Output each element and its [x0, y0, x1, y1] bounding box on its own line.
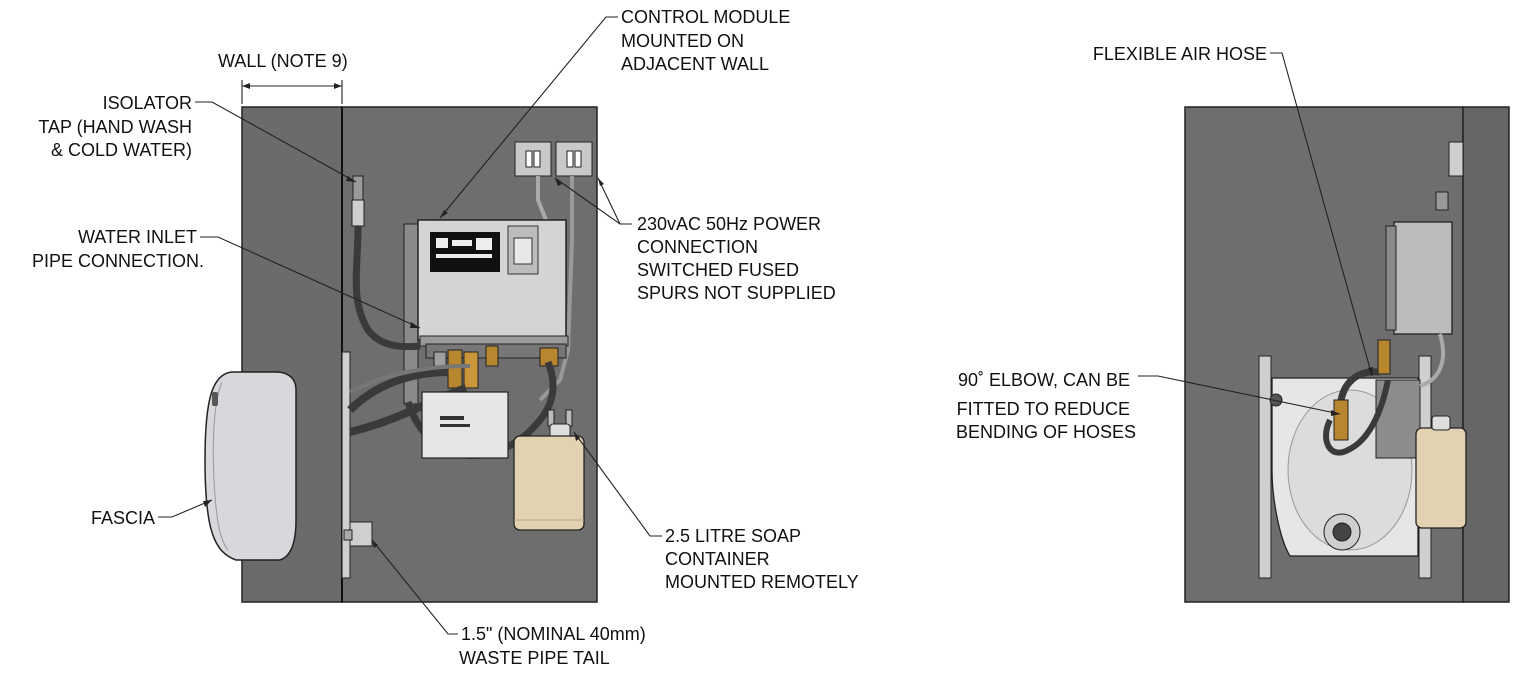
label-air-hose: FLEXIBLE AIR HOSE — [1093, 44, 1267, 64]
label-power-2: CONNECTION — [637, 237, 758, 257]
leader-lines — [158, 16, 1373, 635]
label-elbow-2: FITTED TO REDUCE — [957, 399, 1130, 419]
label-isolator-1: ISOLATOR — [103, 93, 192, 113]
label-waste-1: 1.5" (NOMINAL 40mm) — [461, 624, 646, 644]
isolator-tap — [351, 175, 421, 351]
waste-pipe-tail — [343, 521, 373, 547]
fascia — [204, 371, 297, 561]
label-water-inlet-1: WATER INLET — [78, 227, 197, 247]
label-control-module-2: MOUNTED ON — [621, 31, 744, 51]
label-isolator-3: & COLD WATER) — [51, 140, 192, 160]
valve-fittings — [425, 343, 567, 389]
label-power-3: SWITCHED FUSED — [637, 260, 799, 280]
right-control-module — [1393, 221, 1453, 335]
label-soap-3: MOUNTED REMOTELY — [665, 572, 859, 592]
label-fascia: FASCIA — [91, 508, 155, 528]
right-wall-section — [1462, 106, 1510, 603]
mounting-plate — [341, 351, 351, 579]
power-socket-1 — [514, 141, 552, 177]
label-elbow-3: BENDING OF HOSES — [956, 422, 1136, 442]
label-power-4: SPURS NOT SUPPLIED — [637, 283, 836, 303]
label-power-1: 230vAC 50Hz POWER — [637, 214, 821, 234]
pump-unit — [421, 391, 509, 459]
label-elbow-1: 90˚ ELBOW, CAN BE — [958, 370, 1130, 390]
label-soap-2: CONTAINER — [665, 549, 770, 569]
label-wall: WALL (NOTE 9) — [218, 51, 348, 71]
wall-dimension — [241, 80, 343, 104]
label-water-inlet-2: PIPE CONNECTION. — [32, 251, 204, 271]
label-control-module-1: CONTROL MODULE — [621, 7, 790, 27]
power-socket-2 — [555, 141, 593, 177]
soap-container — [513, 409, 585, 531]
right-socket — [1448, 141, 1464, 177]
elbow-fitting — [1333, 399, 1349, 441]
right-soap-container — [1415, 427, 1467, 529]
left-view — [204, 80, 598, 603]
control-module — [403, 219, 569, 405]
right-view — [1184, 106, 1510, 603]
label-isolator-2: TAP (HAND WASH — [38, 117, 192, 137]
label-control-module-3: ADJACENT WALL — [621, 54, 769, 74]
label-soap-1: 2.5 LITRE SOAP — [665, 526, 801, 546]
label-waste-2: WASTE PIPE TAIL — [459, 648, 610, 668]
